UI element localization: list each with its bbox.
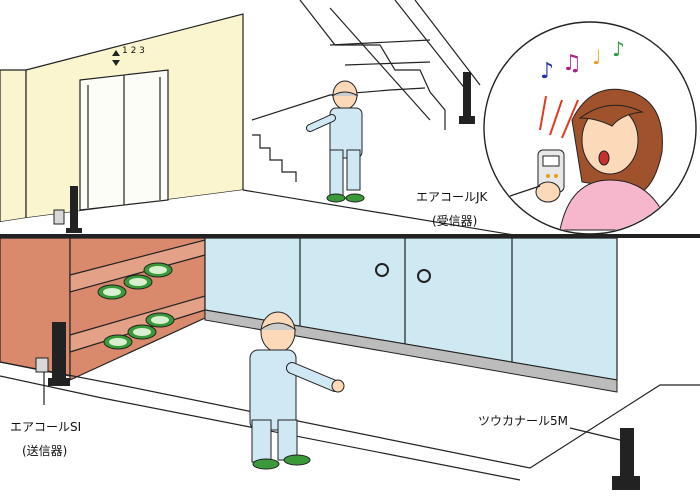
svg-text:♩: ♩	[592, 45, 601, 69]
upper-floor	[0, 0, 700, 237]
sensor-name-label: ツウカナール5M	[478, 414, 568, 428]
elderly-man-walking	[249, 311, 345, 470]
music-note-icon: ♪ ♫ ♩ ♪	[540, 37, 625, 84]
transmitter-type-label: (送信器)	[22, 444, 68, 458]
receiver-bubble: ♪ ♫ ♩ ♪	[483, 21, 697, 235]
receiver-type-label: (受信器)	[432, 214, 478, 228]
glass-cabinets	[204, 237, 618, 393]
elderly-man-stairs	[306, 80, 365, 203]
staircase	[251, 0, 481, 182]
svg-text:♫: ♫	[562, 51, 582, 76]
elevator-floor-indicator: 1 2 3	[122, 46, 145, 56]
sensor-pole-icon	[35, 322, 70, 386]
sensor-pole-icon	[53, 186, 82, 233]
sensor-pole-icon	[459, 72, 475, 124]
receiver-name-label: エアコールJK	[416, 190, 488, 204]
svg-text:♪: ♪	[540, 59, 554, 84]
elevator-arrow-icon	[112, 50, 120, 56]
slipper-icon	[97, 262, 175, 350]
lower-floor	[0, 237, 700, 490]
elevator	[79, 50, 169, 211]
sensor-pole-icon	[612, 428, 640, 490]
transmitter-name-label: エアコールSI	[10, 420, 82, 434]
floor-divider	[0, 234, 700, 238]
svg-text:♪: ♪	[612, 37, 625, 61]
